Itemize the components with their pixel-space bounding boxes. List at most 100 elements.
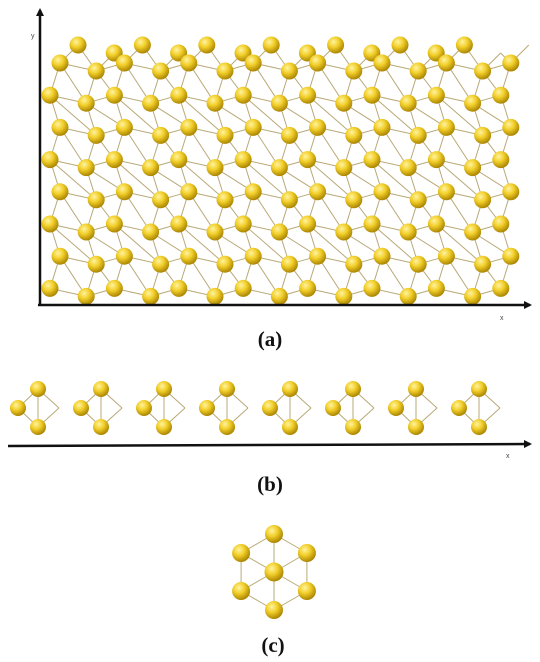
atom-sphere [455,36,473,54]
atom-sphere [345,191,363,209]
atom-sphere [234,279,252,297]
atom-sphere [335,94,353,112]
atom-sphere [234,86,252,104]
atom-sphere [198,36,216,54]
atom-sphere [502,54,520,72]
atom-sphere [363,279,381,297]
atom-sphere [73,400,89,416]
atom-sphere [265,525,283,543]
atom-sphere [280,62,298,80]
atom-sphere [409,62,427,80]
atom-sphere [270,223,288,241]
atom-sphere [244,247,262,265]
atom-sphere [325,400,341,416]
bond-line [49,159,97,201]
atom-sphere [232,582,251,600]
atom-sphere [115,54,133,72]
atom-sphere [77,159,95,177]
atom-sphere [41,215,59,233]
bond-line [242,94,290,136]
atom-sphere [299,215,317,233]
atom-sphere [264,562,284,582]
atom-sphere [216,62,234,80]
atom-sphere [399,223,417,241]
atom-sphere [399,94,417,112]
atom-sphere [408,381,424,397]
atom-sphere [152,255,170,273]
atom-sphere [373,247,391,265]
atom-sphere [136,400,152,416]
atom-sphere [427,279,445,297]
y-axis-letter-a: y [31,33,35,40]
atom-sphere [77,94,95,112]
bond-line [371,159,419,201]
atom-sphere [335,287,353,305]
panel-a: y x (a) [31,8,532,351]
atom-sphere [180,54,198,72]
atom-sphere [142,223,160,241]
atom-sphere [474,126,492,144]
atom-sphere [345,255,363,273]
bond-line [49,223,97,265]
atom-sphere [309,118,327,136]
atom-sphere [363,86,381,104]
atom-sphere [234,151,252,169]
atom-sphere [437,54,455,72]
atom-sphere [451,400,467,416]
atom-sphere [464,223,482,241]
atom-sphere [180,247,198,265]
panel-label-a: (a) [258,327,283,351]
atom-sphere [199,400,215,416]
atom-sphere [280,191,298,209]
atom-sphere [69,36,87,54]
atom-sphere [216,191,234,209]
atom-sphere [170,279,188,297]
atom-sphere [492,279,510,297]
atom-sphere [87,255,105,273]
atom-sphere [282,381,298,397]
atom-sphere [115,118,133,136]
atom-sphere [152,191,170,209]
atom-sphere [399,159,417,177]
bonds-b [17,388,501,428]
x-axis-letter-a: x [500,315,504,322]
bond-line [436,94,483,136]
bond-line [114,94,161,136]
bond-line [114,223,161,265]
atom-sphere [244,183,262,201]
atoms-b [10,381,487,435]
atom-sphere [244,118,262,136]
atom-sphere [427,86,445,104]
atom-sphere [309,183,327,201]
atom-sphere [152,62,170,80]
bond-line [371,94,419,136]
bond-line [371,223,419,265]
atom-sphere [156,381,172,397]
atom-sphere [219,419,235,435]
atom-sphere [437,247,455,265]
atom-sphere [409,191,427,209]
atom-sphere [170,151,188,169]
atom-sphere [388,400,404,416]
atom-sphere [180,118,198,136]
atom-sphere [244,54,262,72]
atom-sphere [156,419,172,435]
atom-sphere [309,247,327,265]
atom-sphere [77,223,95,241]
atom-sphere [309,54,327,72]
atom-sphere [363,215,381,233]
atom-sphere [216,255,234,273]
panel-c: (c) [232,525,316,657]
atom-sphere [345,419,361,435]
atom-sphere [30,381,46,397]
atom-sphere [297,544,316,562]
atom-sphere [345,126,363,144]
atom-sphere [216,126,234,144]
bond-line [49,94,97,136]
bond-line [178,159,226,201]
atom-sphere [115,183,133,201]
atom-sphere [280,126,298,144]
atom-sphere [105,215,123,233]
atom-sphere [93,381,109,397]
